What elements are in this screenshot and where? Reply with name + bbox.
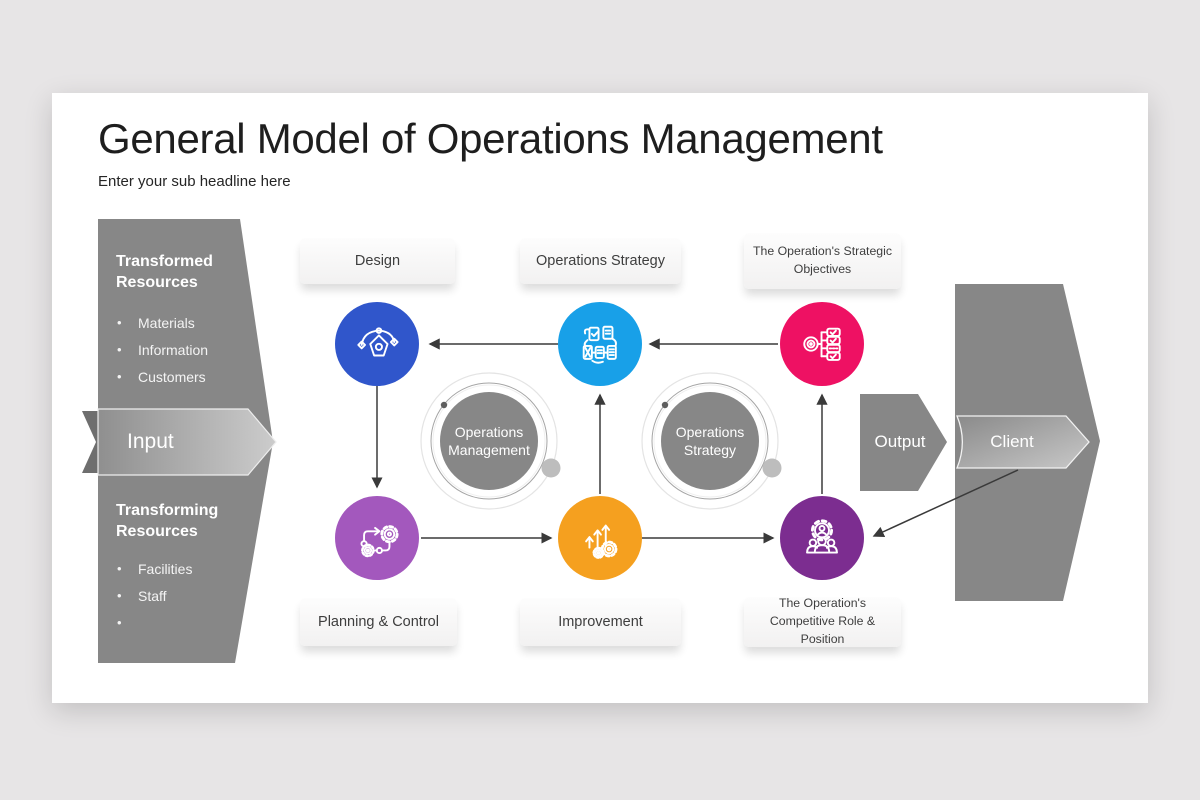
client-band-shape — [956, 415, 1090, 469]
card-planning-control: Planning & Control — [300, 598, 457, 646]
node-strategic-objectives — [780, 302, 864, 386]
node-competitive-role — [780, 496, 864, 580]
list-item — [116, 615, 256, 631]
list-item: Customers — [116, 369, 256, 385]
card-label: The Operation's Competitive Role & Posit… — [769, 596, 876, 646]
target-checklist-icon — [803, 327, 841, 361]
list-item: Materials — [116, 315, 256, 331]
hub-label-operations-strategy: Operations Strategy — [675, 424, 745, 459]
hub-operations-strategy — [641, 372, 782, 510]
card-design: Design — [300, 238, 455, 284]
card-improvement: Improvement — [520, 598, 681, 646]
card-label: The Operation's Strategic Objectives — [752, 244, 893, 276]
pen-tool-icon — [357, 327, 399, 357]
hub-label-operations-management: Operations Management — [448, 424, 530, 459]
node-operations-strategy — [558, 302, 642, 386]
node-design — [335, 302, 419, 386]
transforming-resources-list: Facilities Staff — [116, 561, 256, 642]
growth-arrows-gears-icon — [585, 524, 618, 559]
page-title: General Model of Operations Management — [98, 115, 883, 162]
transformed-resources-list: Materials Information Customers — [116, 315, 256, 396]
list-item: Information — [116, 342, 256, 358]
card-label: Design — [354, 253, 401, 269]
card-strategic-objectives: The Operation's Strategic Objectives — [744, 233, 901, 289]
node-improvement — [558, 496, 642, 580]
card-operations-strategy: Operations Strategy — [520, 238, 681, 284]
slide: General Model of Operations Management E… — [52, 93, 1148, 703]
process-documents-icon — [582, 325, 617, 364]
client-label: Client — [990, 432, 1034, 451]
transformed-resources-heading: Transformed Resources — [116, 253, 213, 292]
card-label: Improvement — [558, 614, 643, 630]
hub-operations-management — [420, 372, 561, 510]
input-label: Input — [127, 430, 174, 453]
node-planning-control — [335, 496, 419, 580]
list-item: Staff — [116, 588, 256, 604]
output-label: Output — [874, 432, 926, 451]
output-arrow-shape — [860, 394, 947, 491]
team-gear-icon — [806, 519, 838, 554]
arrow-client-to-role — [872, 469, 1019, 538]
card-label: Planning & Control — [318, 614, 439, 630]
page-subtitle: Enter your sub headline here — [98, 173, 291, 190]
list-item: Facilities — [116, 561, 256, 577]
card-label: Operations Strategy — [536, 253, 665, 269]
workflow-gears-icon — [360, 525, 399, 558]
input-band-shape — [97, 408, 277, 476]
transforming-resources-heading: Transforming Resources — [116, 502, 219, 541]
card-competitive-role: The Operation's Competitive Role & Posit… — [744, 596, 901, 647]
